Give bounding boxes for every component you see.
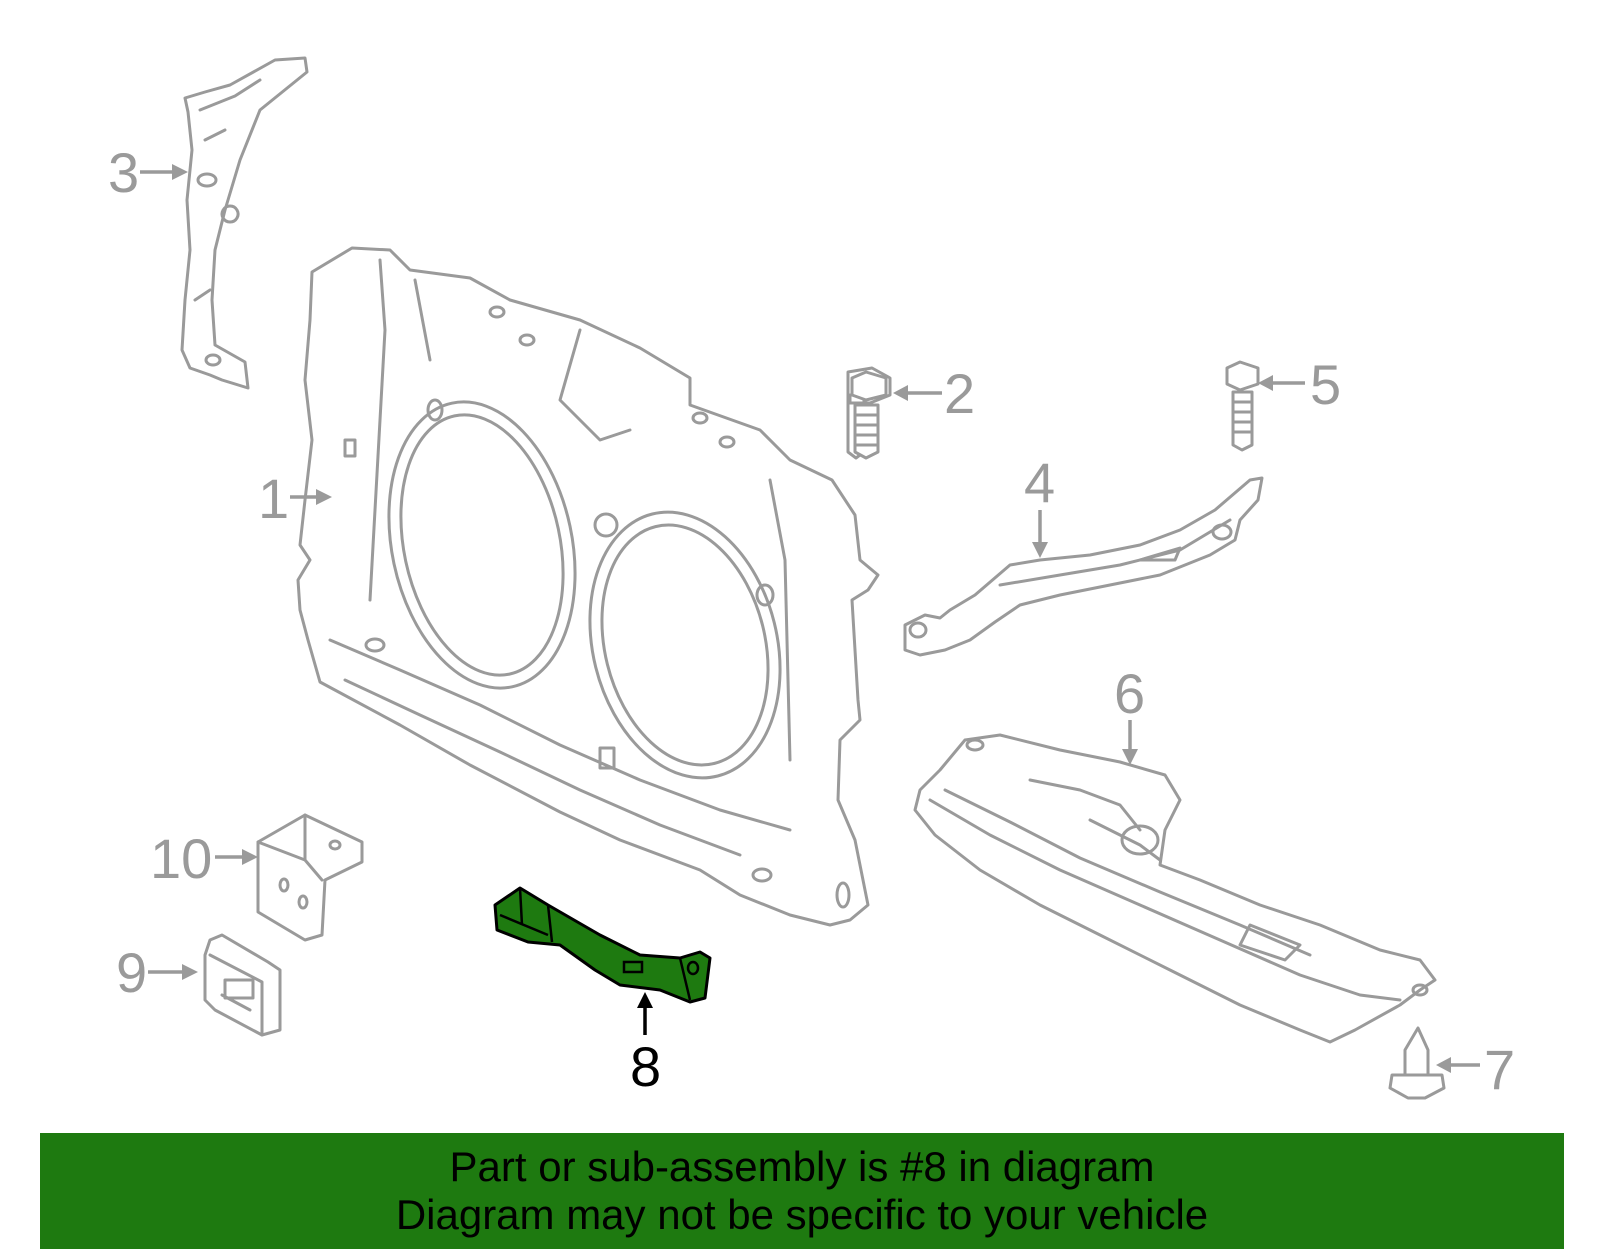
- part-2-bolt[interactable]: [846, 366, 892, 460]
- part-6-lower-cover[interactable]: [913, 733, 1437, 1044]
- callout-10: 10: [150, 827, 212, 890]
- part-9-clip[interactable]: [203, 933, 282, 1037]
- callout-2: 2: [944, 362, 975, 425]
- info-banner: Part or sub-assembly is #8 in diagram Di…: [40, 1133, 1564, 1249]
- banner-line-1: Part or sub-assembly is #8 in diagram: [449, 1143, 1155, 1190]
- part-8-lower-bracket-highlighted[interactable]: [493, 886, 712, 1004]
- part-3-side-bracket[interactable]: [180, 56, 309, 390]
- banner-line-2: Diagram may not be specific to your vehi…: [395, 1191, 1209, 1238]
- part-10-bracket[interactable]: [256, 813, 364, 942]
- callout-9: 9: [116, 941, 147, 1004]
- callout-4: 4: [1024, 451, 1055, 514]
- part-1-radiator-support[interactable]: [296, 246, 880, 927]
- callout-1: 1: [258, 467, 289, 530]
- callout-3: 3: [108, 141, 139, 204]
- callout-5: 5: [1310, 353, 1341, 416]
- part-4-latch-support[interactable]: [903, 476, 1264, 657]
- part-5-bolt[interactable]: [1225, 360, 1260, 452]
- part-7-push-clip[interactable]: [1388, 1026, 1446, 1100]
- callout-6: 6: [1114, 662, 1145, 725]
- callout-arrows: [140, 164, 1480, 1073]
- callout-8: 8: [630, 1035, 661, 1098]
- callout-7: 7: [1484, 1038, 1515, 1101]
